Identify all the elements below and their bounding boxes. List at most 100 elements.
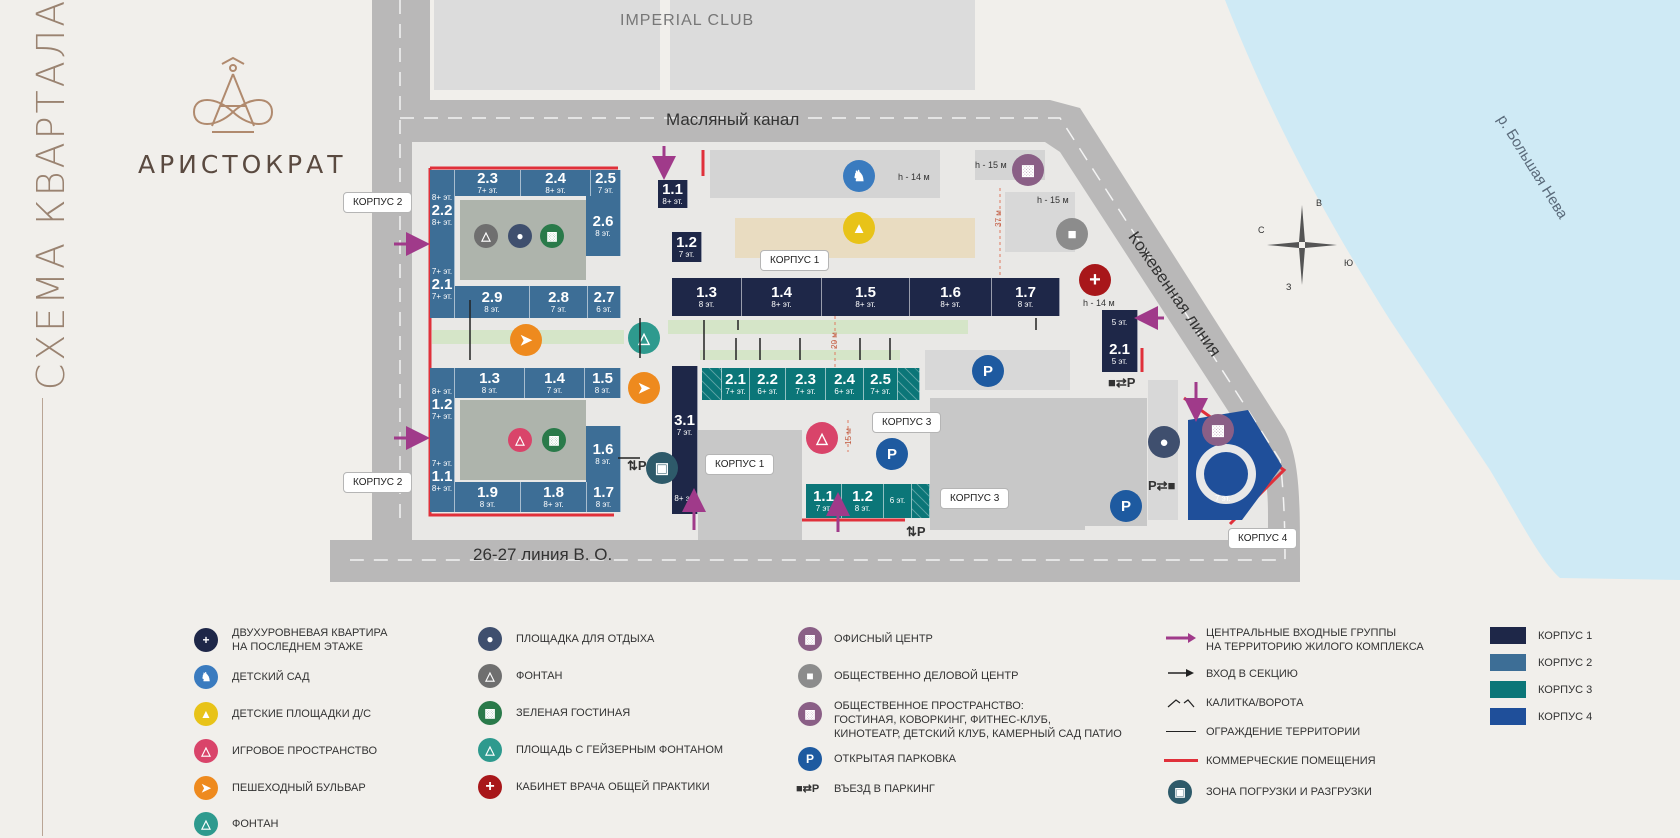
building-k4[interactable] [1180, 398, 1290, 528]
rest-area-icon-k2[interactable]: ● [508, 224, 532, 248]
legend-kindergarten: ДЕТСКИЙ САД [232, 671, 310, 683]
legend-loading: ЗОНА ПОГРУЗКИ И РАЗГРУЗКИ [1206, 786, 1372, 798]
kindergarten-playground-icon[interactable]: ▲ [843, 212, 875, 244]
building-k3-gate-bottom [912, 484, 930, 518]
green-lounge-icon-2[interactable]: ▩ [542, 428, 566, 452]
building-k3-gate-left [702, 368, 722, 400]
legend-rest-area-icon: ● [478, 627, 502, 651]
loading-zone-icon[interactable]: ▣ [646, 452, 678, 484]
legend-section-arrow-icon [1168, 669, 1194, 677]
imperial-building-left [434, 0, 660, 90]
river-area [1225, 0, 1680, 580]
legend-swatch-k3 [1490, 681, 1526, 698]
legend-gate-icon [1167, 699, 1195, 708]
legend-section-entry: ВХОД В СЕКЦИЮ [1206, 668, 1298, 680]
green-lounge-icon[interactable]: ▩ [540, 224, 564, 248]
legend-geyser: ПЛОЩАДЬ С ГЕЙЗЕРНЫМ ФОНТАНОМ [516, 744, 724, 756]
open-parking-icon-2[interactable]: P [876, 438, 908, 470]
imperial-building-right [670, 0, 975, 90]
k4-floors: 7 эт. [1215, 494, 1231, 503]
callout-korpus4: КОРПУС 4 [1228, 528, 1298, 549]
legend-game-space: ИГРОВОЕ ПРОСТРАНСТВО [232, 745, 377, 757]
callout-korpus2-top: КОРПУС 2 [343, 192, 413, 213]
legend-public-space-icon: ▩ [798, 702, 822, 726]
callout-korpus2-bottom: КОРПУС 2 [343, 472, 413, 493]
geyser-fountain-icon[interactable]: △ [628, 322, 660, 354]
kindergarten-icon[interactable]: ♞ [843, 160, 875, 192]
legend-rest-area: ПЛОЩАДКА ДЛЯ ОТДЫХА [516, 633, 655, 645]
legend-business-icon: ■ [798, 664, 822, 688]
legend-k1: КОРПУС 1 [1538, 630, 1593, 642]
street-maslyany-kanal: Масляный канал [666, 110, 800, 129]
legend-geyser-icon: △ [478, 738, 502, 762]
legend-commercial-line [1164, 759, 1198, 762]
game-space-icon-k2[interactable]: △ [508, 428, 532, 452]
game-space-icon[interactable]: △ [806, 422, 838, 454]
legend-boulevard-icon: ➤ [194, 776, 218, 800]
legend-fountain-icon: △ [478, 664, 502, 688]
title-divider [42, 398, 43, 836]
legend-office: ОФИСНЫЙ ЦЕНТР [834, 633, 933, 645]
building-k3-gate-right [898, 368, 920, 400]
fountain-icon[interactable]: △ [474, 224, 498, 248]
imperial-club-label: IMPERIAL CLUB [620, 12, 755, 29]
legend-business: ОБЩЕСТВЕННО ДЕЛОВОЙ ЦЕНТР [834, 670, 1019, 682]
office-center-icon[interactable]: ▩ [1012, 154, 1044, 186]
callout-korpus1-bottom: КОРПУС 1 [705, 454, 775, 475]
building-k1-5-floors[interactable]: 5 эт. [1102, 310, 1138, 336]
compass-n: В [1316, 198, 1323, 208]
legend-parking: ОТКРЫТАЯ ПАРКОВКА [834, 753, 956, 765]
building-k3-1-2-east[interactable]: 6 эт. [884, 484, 912, 518]
building-k1-3-1-lower[interactable]: 8+ эт. [672, 484, 698, 514]
compass-w: С [1258, 225, 1265, 235]
legend-commercial: КОММЕРЧЕСКИЕ ПОМЕЩЕНИЯ [1206, 755, 1376, 767]
legend-entry-groups: ЦЕНТРАЛЬНЫЕ ВХОДНЫЕ ГРУППЫ НА ТЕРРИТОРИЮ… [1206, 627, 1424, 653]
legend-parking-entry-icon: ■⇄P [796, 783, 820, 795]
open-parking-icon-3[interactable]: P [1110, 490, 1142, 522]
public-space-icon[interactable]: ▩ [1202, 414, 1234, 446]
rest-area-icon[interactable]: ● [1148, 426, 1180, 458]
pedestrian-boulevard-icon[interactable]: ➤ [510, 324, 542, 356]
open-parking-icon[interactable]: P [972, 355, 1004, 387]
dim-20m: 20 м [829, 332, 839, 349]
brand-logo-icon [192, 56, 274, 133]
legend-gate: КАЛИТКА/ВОРОТА [1206, 697, 1304, 709]
legend-parking-icon: P [798, 747, 822, 771]
pedestrian-boulevard-icon-2[interactable]: ➤ [628, 372, 660, 404]
business-center-icon[interactable]: ■ [1056, 218, 1088, 250]
doctor-office-icon[interactable]: + [1079, 264, 1111, 296]
